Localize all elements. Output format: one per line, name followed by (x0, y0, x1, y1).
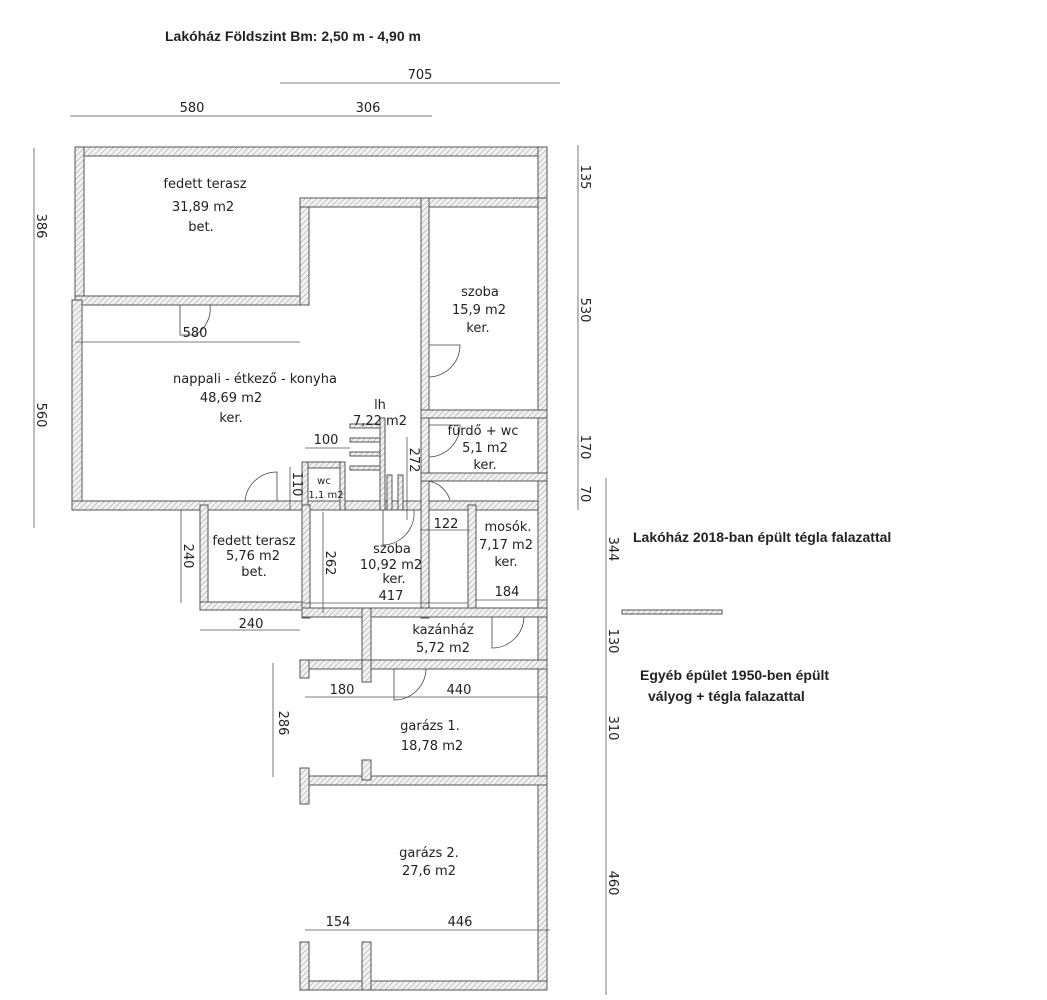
dimension-label: 310 (605, 716, 620, 741)
dimension-label: 417 (379, 589, 404, 604)
room-area: 10,92 m2 (360, 558, 422, 573)
dimension-label: 100 (314, 433, 339, 448)
room-name: garázs 1. (400, 719, 460, 734)
dimension-label: 446 (448, 915, 473, 930)
room-area: 27,6 m2 (402, 864, 456, 879)
room-name: szoba (373, 542, 411, 557)
room-name: lh (374, 398, 386, 413)
room-area: 5,1 m2 (462, 441, 508, 456)
room-name: fedett terasz (212, 534, 295, 549)
dimension-label: 386 (33, 214, 48, 239)
dimension-label: 170 (577, 435, 592, 460)
dimension-label: 306 (356, 101, 381, 116)
room-floor: ker. (382, 572, 405, 587)
dimension-label: 286 (275, 711, 290, 736)
room-area: 5,76 m2 (226, 549, 280, 564)
dimension-label: 70 (577, 486, 592, 503)
room-name: nappali - étkező - konyha (173, 372, 337, 387)
room-name: mosók. (484, 520, 531, 535)
room-floor: ker. (466, 321, 489, 336)
room-area: 5,72 m2 (416, 641, 470, 656)
dimension-label: 184 (495, 585, 520, 600)
dimension-label: 272 (406, 448, 421, 473)
dimension-label: 240 (239, 617, 264, 632)
dimension-label: 122 (434, 517, 459, 532)
dimension-label: 705 (408, 68, 433, 83)
dimension-label: 344 (605, 537, 620, 562)
dimension-label: 240 (180, 544, 195, 569)
room-area: 31,89 m2 (172, 200, 234, 215)
dimension-label: 440 (447, 683, 472, 698)
room-area: 15,9 m2 (452, 303, 506, 318)
room-name: kazánház (412, 623, 474, 638)
dimension-label: 460 (605, 871, 620, 896)
room-floor: ker. (473, 458, 496, 473)
dimension-label: 180 (330, 683, 355, 698)
legend-wall-sample (621, 609, 723, 615)
dimension-lines (33, 82, 607, 995)
room-name: wc (317, 476, 331, 487)
dimension-label: 154 (326, 915, 351, 930)
dimension-label: 580 (183, 326, 208, 341)
doors (179, 304, 525, 701)
room-name: szoba (461, 285, 499, 300)
dimension-label: 130 (605, 629, 620, 654)
room-floor: bet. (188, 220, 213, 235)
dimension-label: 530 (577, 298, 592, 323)
legend-old-building-line1: Egyéb épület 1950-ben épült (640, 667, 829, 683)
dimension-label: 135 (577, 165, 592, 190)
legend-new-building: Lakóház 2018-ban épült tégla falazattal (633, 529, 891, 545)
room-area: 48,69 m2 (200, 391, 262, 406)
room-floor: ker. (219, 411, 242, 426)
room-floor: bet. (241, 565, 266, 580)
walls (71, 146, 548, 991)
room-floor: ker. (494, 555, 517, 570)
dimension-label: 110 (289, 472, 304, 497)
room-area: 18,78 m2 (401, 739, 463, 754)
room-name: fedett terasz (163, 177, 246, 192)
dimension-label: 262 (322, 551, 337, 576)
legend-old-building-line2: vályog + tégla falazattal (648, 688, 805, 704)
room-area: 1,1 m2 (308, 490, 343, 501)
room-name: garázs 2. (399, 846, 459, 861)
dimension-label: 560 (33, 403, 48, 428)
dimension-label: 580 (180, 101, 205, 116)
room-area: 7,22 m2 (353, 414, 407, 429)
room-area: 7,17 m2 (479, 538, 533, 553)
room-name: fürdő + wc (447, 424, 518, 439)
plan-title: Lakóház Földszint Bm: 2,50 m - 4,90 m (165, 28, 421, 44)
